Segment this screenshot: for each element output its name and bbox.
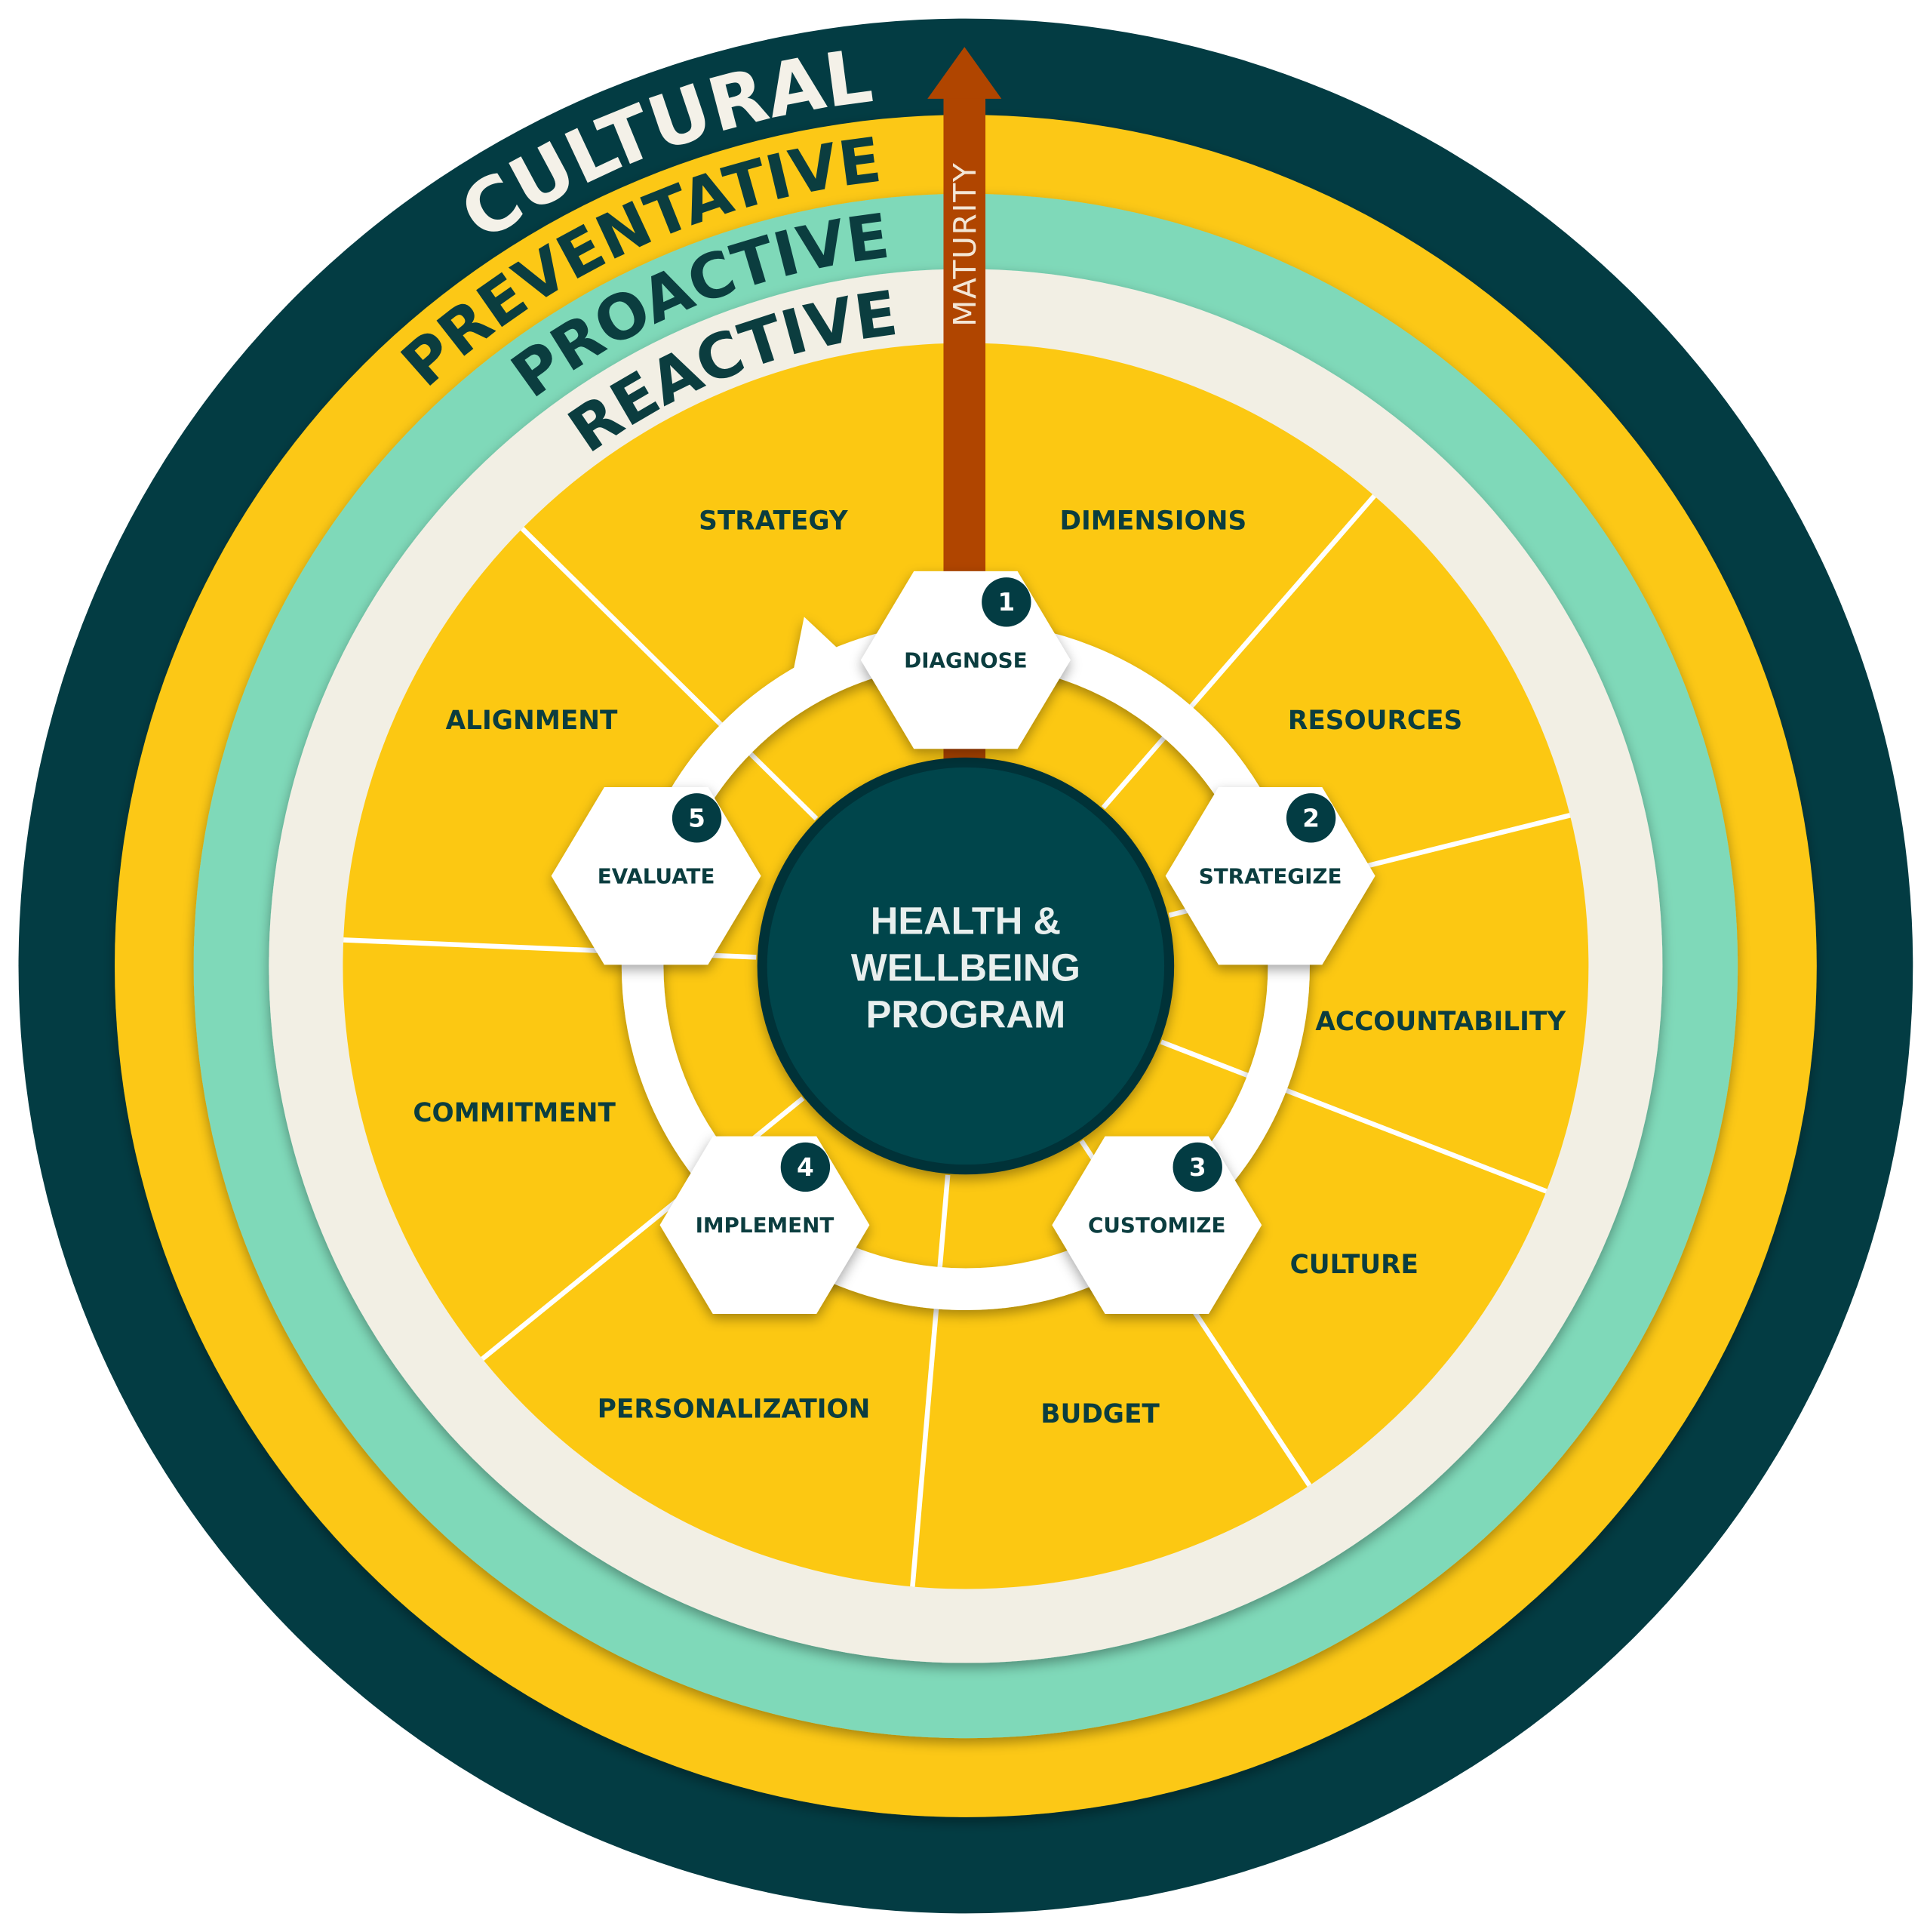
maturity-label: MATURITY [947, 162, 983, 327]
center-title-line2: WELLBEING [851, 946, 1080, 989]
step-label: IMPLEMENT [696, 1213, 834, 1238]
segment-divider [1160, 1039, 1547, 1194]
step-label: DIAGNOSE [904, 648, 1027, 672]
step-diagnose: DIAGNOSE 1 [860, 571, 1071, 749]
step-number-badge [672, 793, 722, 843]
segment-dimensions: DIMENSIONS [1060, 506, 1247, 536]
step-number-badge [1286, 793, 1336, 843]
step-number-badge [780, 1142, 831, 1192]
step-number-badge [1173, 1142, 1222, 1192]
segment-alignment: ALIGNMENT [446, 706, 618, 736]
step-customize: CUSTOMIZE 3 [1052, 1136, 1262, 1314]
step-label: EVALUATE [598, 863, 715, 888]
center-title-line3: PROGRAM [866, 993, 1066, 1036]
segment-commitment: COMMITMENT [413, 1098, 616, 1128]
step-label: CUSTOMIZE [1088, 1213, 1226, 1238]
segment-divider [910, 1174, 951, 1587]
step-number: 5 [688, 804, 705, 832]
step-label: STRATEGIZE [1199, 863, 1342, 888]
segment-culture: CULTURE [1290, 1250, 1418, 1280]
step-number-badge [982, 577, 1031, 627]
step-strategize: STRATEGIZE 2 [1165, 786, 1375, 965]
segment-budget: BUDGET [1040, 1399, 1160, 1429]
step-number: 4 [797, 1153, 814, 1182]
step-evaluate: EVALUATE 5 [551, 786, 761, 965]
step-number: 3 [1189, 1153, 1206, 1182]
step-number: 1 [997, 588, 1015, 617]
center-circle [757, 757, 1175, 1175]
segment-divider [1101, 494, 1376, 810]
center-title-line1: HEALTH & [871, 900, 1061, 943]
segment-accountability: ACCOUNTABILITY [1315, 1007, 1566, 1037]
segment-resources: RESOURCES [1288, 706, 1462, 736]
cycle-arrowhead-icon [789, 617, 844, 691]
step-number: 2 [1302, 804, 1320, 832]
segment-strategy: STRATEGY [699, 506, 849, 536]
step-implement: IMPLEMENT 4 [659, 1136, 870, 1314]
segment-personalization: PERSONALIZATION [598, 1394, 871, 1424]
segment-divider [520, 527, 819, 821]
